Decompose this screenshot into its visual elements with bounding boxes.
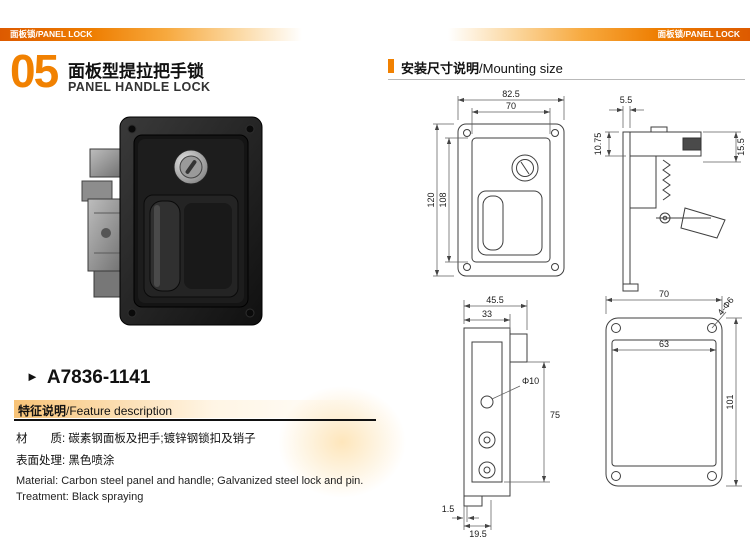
material-line-en: Material: Carbon steel panel and handle;… bbox=[16, 475, 364, 487]
model-number: A7836-1141 bbox=[46, 367, 151, 388]
dim-cutout-height: 101 bbox=[725, 394, 735, 409]
orange-marker-icon bbox=[388, 59, 394, 73]
dim-side-offset: 10.75 bbox=[593, 133, 603, 156]
section-view-dimensions: 45.5 33 75 Φ10 1.5 19.5 bbox=[442, 295, 560, 539]
feature-underline bbox=[14, 419, 376, 421]
dim-front-inner-height: 108 bbox=[438, 192, 448, 207]
dim-cutout-width: 70 bbox=[659, 289, 669, 299]
dim-front-inner-width: 70 bbox=[506, 101, 516, 111]
drawing-cutout-view: 70 63 101 4-Φ6 bbox=[605, 289, 742, 487]
dim-section-depth: 45.5 bbox=[486, 295, 504, 305]
dim-section-gap: 1.5 bbox=[442, 504, 455, 514]
top-banner-right-label: 面板锁/PANEL LOCK bbox=[657, 29, 740, 39]
side-view-geometry bbox=[622, 126, 726, 292]
drawing-front-view: 82.5 70 120 108 bbox=[426, 89, 565, 277]
dim-section-height: 75 bbox=[550, 410, 560, 420]
dim-front-outer-width: 82.5 bbox=[502, 89, 520, 99]
product-title-cn: 面板型提拉把手锁 bbox=[68, 62, 204, 81]
front-view-dimensions: 82.5 70 120 108 bbox=[426, 89, 565, 277]
model-number-row: ► A7836-1141 bbox=[26, 367, 150, 389]
cutout-view-dimensions: 70 63 101 4-Φ6 bbox=[605, 289, 742, 487]
mounting-header-en: /Mounting size bbox=[479, 61, 563, 76]
feature-header-en: /Feature description bbox=[66, 404, 173, 418]
dim-section-foot: 19.5 bbox=[469, 529, 487, 539]
cutout-view-geometry bbox=[605, 317, 723, 487]
dim-side-thickness: 5.5 bbox=[620, 95, 633, 105]
drawing-section-view: 45.5 33 75 Φ10 1.5 19.5 bbox=[442, 295, 560, 539]
dim-cutout-holes: 4-Φ6 bbox=[715, 295, 735, 317]
dim-section-body: 33 bbox=[482, 309, 492, 319]
feature-header: 特征说明/Feature description bbox=[18, 402, 172, 419]
feature-header-cn: 特征说明 bbox=[18, 404, 67, 418]
dim-section-pin: Φ10 bbox=[522, 376, 539, 386]
section-view-geometry bbox=[463, 327, 528, 507]
dim-cutout-inner-width: 63 bbox=[659, 339, 669, 349]
top-banner-left: 面板锁/PANEL LOCK bbox=[0, 28, 302, 41]
dim-front-outer-height: 120 bbox=[426, 192, 436, 207]
model-pointer-icon: ► bbox=[26, 369, 39, 384]
drawing-side-view: 5.5 10.75 15.5 bbox=[593, 95, 746, 292]
product-index: 05 bbox=[10, 45, 59, 97]
latch-mechanism bbox=[81, 148, 127, 298]
mounting-header: 安装尺寸说明/Mounting size bbox=[401, 58, 563, 77]
product-photo bbox=[81, 116, 263, 326]
finish-line-en: Treatment: Black spraying bbox=[16, 491, 144, 503]
mounting-header-cn: 安装尺寸说明 bbox=[401, 61, 480, 76]
top-banner-left-label: 面板锁/PANEL LOCK bbox=[10, 29, 93, 39]
front-view-geometry bbox=[457, 123, 565, 277]
top-banner-right: 面板锁/PANEL LOCK bbox=[448, 28, 750, 41]
material-line-cn: 材 质: 碳素钢面板及把手;镀锌钢锁扣及销子 bbox=[16, 433, 256, 445]
side-view-dimensions: 5.5 10.75 15.5 bbox=[593, 95, 746, 163]
lock-panel bbox=[119, 116, 263, 326]
product-title-en: PANEL HANDLE LOCK bbox=[68, 80, 211, 94]
mounting-underline bbox=[388, 79, 745, 80]
feature-band bbox=[14, 400, 376, 418]
dim-side-latch: 15.5 bbox=[736, 138, 746, 156]
finish-line-cn: 表面处理: 黑色喷涂 bbox=[16, 455, 115, 467]
